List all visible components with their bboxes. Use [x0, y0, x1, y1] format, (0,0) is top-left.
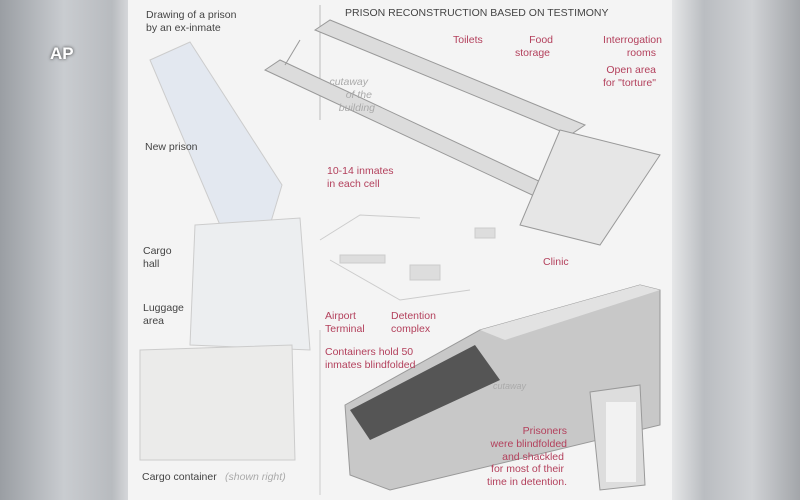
cutaway-label: building [338, 102, 375, 114]
food-label: Food [529, 34, 553, 46]
cutaway-label: of the [345, 89, 372, 101]
interrogation-label: Interrogation [603, 34, 662, 46]
cargo-container-label: Cargo container [142, 471, 217, 483]
luggage-label: Luggage [143, 302, 184, 314]
airport-label: Airport [325, 310, 356, 322]
open-area-label: for "torture" [603, 77, 656, 89]
inmates-label: in each cell [327, 178, 380, 190]
detention-label: complex [391, 323, 431, 335]
prison-model [263, 19, 661, 246]
detention-label: Detention [391, 310, 436, 322]
containers-label: Containers hold 50 [325, 346, 414, 358]
prisoners-label: were blindfolded [490, 438, 567, 450]
cargo-hall-label: hall [143, 258, 160, 270]
toilets-label: Toilets [453, 34, 483, 46]
clinic-label: Clinic [543, 256, 569, 268]
interrogation-label: rooms [626, 47, 656, 59]
container-cutaway-label: cutaway [493, 381, 527, 391]
prisoners-label: time in detention. [487, 476, 567, 488]
container-model [344, 284, 661, 491]
page-title: PRISON RECONSTRUCTION BASED ON TESTIMONY [345, 7, 609, 19]
prison-sketch [149, 41, 283, 226]
inmates-label: 10-14 inmates [327, 165, 394, 177]
drawing-caption: by an ex-inmate [146, 22, 221, 34]
prisoners-label: Prisoners [522, 425, 567, 437]
airport-label: Terminal [325, 323, 365, 335]
cargo-sketch [189, 217, 311, 351]
cargo-hall-label: Cargo [143, 245, 172, 257]
shown-right-note: (shown right) [225, 471, 286, 483]
containers-label: inmates blindfolded [325, 359, 416, 371]
prisoners-label: for most of their [491, 463, 564, 475]
open-area-label: Open area [606, 64, 656, 76]
luggage-label: area [143, 315, 165, 327]
container-sketch [139, 344, 296, 461]
cutaway-label: cutaway [329, 76, 368, 88]
food-label: storage [515, 47, 551, 59]
ap-logo: AP [50, 44, 74, 63]
site-map [319, 214, 496, 301]
drawing-caption: Drawing of a prison [146, 9, 237, 21]
new-prison-label: New prison [145, 141, 198, 153]
prisoners-label: and shackled [502, 451, 564, 463]
